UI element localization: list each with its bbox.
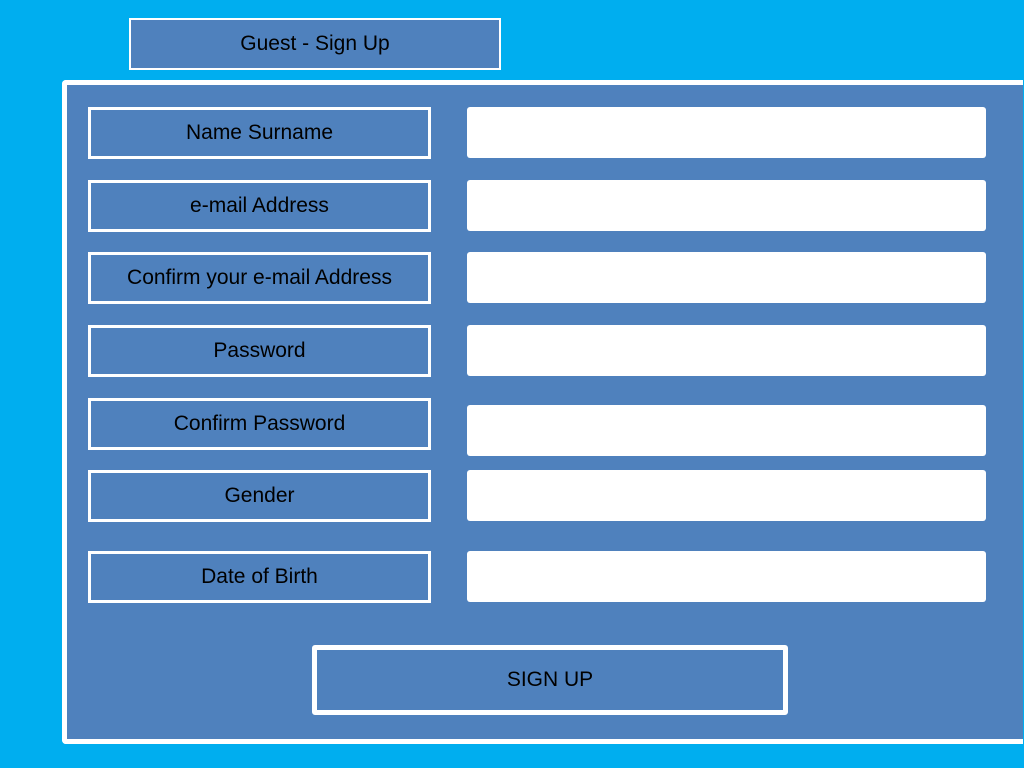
date-of-birth-label: Date of Birth bbox=[88, 551, 431, 603]
name-surname-input[interactable] bbox=[467, 107, 986, 158]
password-input[interactable] bbox=[467, 325, 986, 376]
confirm-password-input[interactable] bbox=[467, 405, 986, 456]
name-surname-label: Name Surname bbox=[88, 107, 431, 159]
confirm-password-label: Confirm Password bbox=[88, 398, 431, 450]
gender-input[interactable] bbox=[467, 470, 986, 521]
sign-up-button[interactable]: SIGN UP bbox=[312, 645, 788, 715]
confirm-email-input[interactable] bbox=[467, 252, 986, 303]
page-title: Guest - Sign Up bbox=[129, 18, 501, 70]
password-label: Password bbox=[88, 325, 431, 377]
email-label: e-mail Address bbox=[88, 180, 431, 232]
date-of-birth-input[interactable] bbox=[467, 551, 986, 602]
gender-label: Gender bbox=[88, 470, 431, 522]
email-input[interactable] bbox=[467, 180, 986, 231]
confirm-email-label: Confirm your e-mail Address bbox=[88, 252, 431, 304]
